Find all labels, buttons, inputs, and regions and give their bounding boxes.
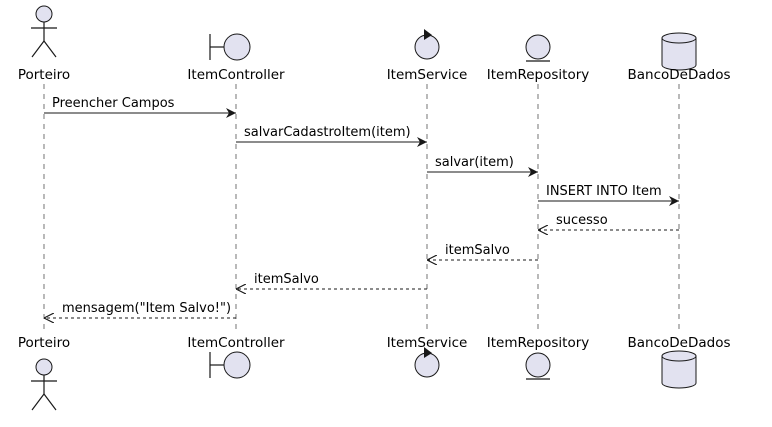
participants-bottom: Porteiro ItemController ItemService ItemRep… (18, 335, 731, 411)
database-icon (661, 32, 697, 71)
messages: Preencher Campos salvarCadastroItem(item)… (44, 96, 679, 318)
participant-label: BancoDeDados (627, 67, 730, 83)
participant-itemcontroller-top: ItemController (187, 33, 285, 83)
message-label: mensagem("Item Salvo!") (62, 301, 231, 316)
participant-label: BancoDeDados (627, 335, 730, 351)
message-label: Preencher Campos (52, 96, 175, 111)
participant-label: ItemRepository (487, 335, 590, 351)
participant-itemservice-bottom: ItemService (387, 335, 468, 378)
message-7: itemSalvo (236, 272, 427, 289)
entity-icon (525, 352, 551, 380)
participant-itemrepository-bottom: ItemRepository (487, 335, 590, 380)
message-label: itemSalvo (445, 243, 510, 258)
lifelines (43, 84, 680, 331)
control-icon (414, 29, 440, 60)
actor-icon (31, 358, 57, 411)
participant-itemcontroller-bottom: ItemController (187, 335, 285, 379)
participant-bancodedados-top: BancoDeDados (627, 32, 731, 83)
participants-top: Porteiro ItemController ItemService ItemRep… (18, 5, 731, 83)
message-label: sucesso (556, 213, 608, 228)
participant-label: Porteiro (18, 67, 70, 83)
entity-icon (525, 34, 551, 62)
control-icon (414, 347, 440, 378)
message-1: Preencher Campos (44, 96, 236, 118)
participant-itemservice-top: ItemService (387, 29, 468, 83)
message-label: itemSalvo (254, 272, 319, 287)
message-3: salvar(item) (427, 155, 538, 177)
message-8: mensagem("Item Salvo!") (44, 301, 236, 318)
message-4: INSERT INTO Item (538, 184, 679, 206)
message-5: sucesso (538, 213, 679, 230)
actor-icon (31, 5, 57, 58)
participant-label: Porteiro (18, 335, 70, 351)
participant-itemrepository-top: ItemRepository (487, 34, 590, 83)
participant-label: ItemService (387, 67, 468, 83)
participant-label: ItemRepository (487, 67, 590, 83)
boundary-icon (209, 351, 251, 379)
database-icon (661, 350, 697, 389)
message-6: itemSalvo (427, 243, 538, 260)
boundary-icon (209, 33, 251, 61)
participant-bancodedados-bottom: BancoDeDados (627, 335, 731, 389)
participant-label: ItemController (187, 67, 285, 83)
message-2: salvarCadastroItem(item) (236, 125, 427, 147)
participant-label: ItemController (187, 335, 285, 351)
message-label: salvar(item) (435, 155, 514, 170)
participant-porteiro-bottom: Porteiro (18, 335, 70, 411)
message-label: salvarCadastroItem(item) (244, 125, 411, 140)
message-label: INSERT INTO Item (546, 184, 662, 199)
participant-porteiro-top: Porteiro (18, 5, 70, 83)
participant-label: ItemService (387, 335, 468, 351)
